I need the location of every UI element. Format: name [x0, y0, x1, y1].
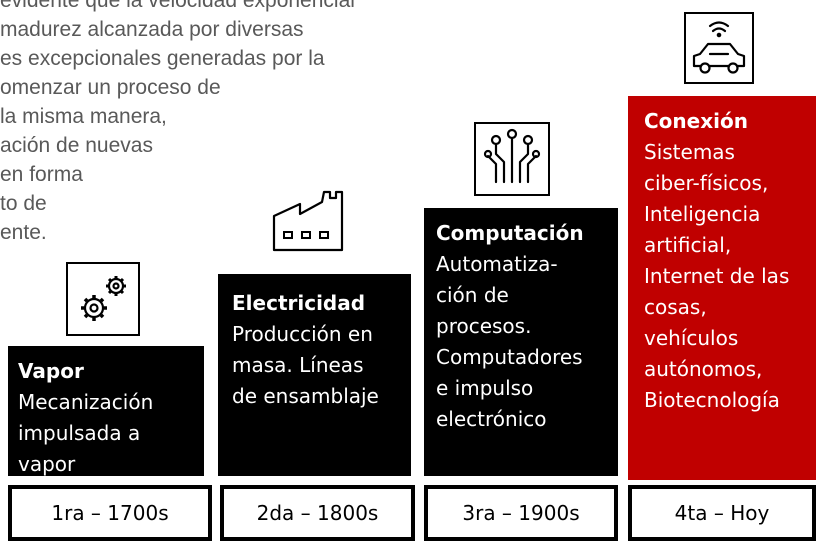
description-line: masa. Líneas — [232, 353, 364, 377]
step-title: Conexión — [644, 109, 748, 133]
description-line: Automatiza- — [436, 252, 558, 276]
description-line: Sistemas — [644, 140, 735, 164]
step-title: Electricidad — [232, 291, 366, 315]
step-description: Sistemas ciber-físicos, Inteligencia art… — [644, 137, 816, 416]
era-label: 2da – 1800s — [220, 485, 415, 541]
description-line: Mecanización — [18, 390, 154, 414]
step-vapor: Vapor Mecanización impulsada a vapor — [8, 346, 204, 476]
era-label: 1ra – 1700s — [8, 485, 212, 541]
paragraph-line: es excepcionales generadas por la — [0, 47, 325, 70]
era-text: 3ra – 1900s — [462, 501, 580, 525]
description-line: vehículos — [644, 326, 739, 350]
paragraph-line: en forma — [0, 163, 83, 186]
era-label: 3ra – 1900s — [424, 485, 618, 541]
description-line: vapor — [18, 449, 75, 476]
paragraph-line: omenzar un proceso de — [0, 76, 221, 99]
era-text: 2da – 1800s — [256, 501, 379, 525]
description-line: e impulso — [436, 376, 534, 400]
description-line: Producción en — [232, 322, 373, 346]
description-line: autónomos, — [644, 357, 763, 381]
step-conexion: Conexión Sistemas ciber-físicos, Intelig… — [628, 96, 816, 480]
circuit-icon — [474, 122, 550, 196]
paragraph-line: ación de nuevas — [0, 134, 153, 157]
description-line: Computadores — [436, 345, 583, 369]
description-line: de ensamblaje — [232, 384, 379, 408]
gears-icon — [66, 262, 140, 336]
era-label: 4ta – Hoy — [628, 485, 816, 541]
paragraph-line: madurez alcanzada por diversas — [0, 18, 304, 41]
step-description: Producción en masa. Líneas de ensamblaje — [232, 319, 411, 412]
paragraph-line: la misma manera, — [0, 105, 167, 128]
description-line: Biotecnología — [644, 388, 780, 412]
step-electricidad: Electricidad Producción en masa. Líneas … — [218, 274, 411, 476]
era-text: 1ra – 1700s — [51, 501, 169, 525]
description-line: procesos. — [436, 314, 532, 338]
connected-car-icon — [684, 12, 754, 84]
step-computacion: Computación Automatiza- ción de procesos… — [424, 208, 618, 476]
paragraph-line: to de — [0, 192, 47, 215]
description-line: artificial, — [644, 233, 732, 257]
description-line: cosas, — [644, 295, 707, 319]
description-line: ción de — [436, 283, 509, 307]
description-line: Internet de las — [644, 264, 790, 288]
paragraph-line: evidente que la velocidad exponencial — [0, 0, 355, 12]
description-line: Inteligencia — [644, 202, 761, 226]
step-description: Automatiza- ción de procesos. Computador… — [436, 249, 618, 435]
paragraph-line: ente. — [0, 221, 47, 244]
factory-icon — [270, 190, 352, 262]
description-line: electrónico — [436, 407, 547, 431]
description-line: impulsada a — [18, 421, 141, 445]
step-title: Computación — [436, 221, 584, 245]
step-title: Vapor — [18, 359, 84, 383]
era-text: 4ta – Hoy — [674, 501, 770, 525]
step-description: Mecanización impulsada a vapor — [18, 387, 204, 476]
description-line: ciber-físicos, — [644, 171, 769, 195]
